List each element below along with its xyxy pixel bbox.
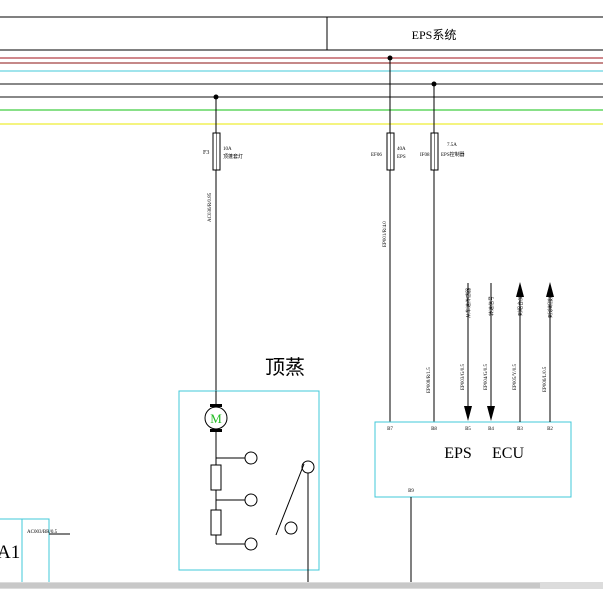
ecu-pin-b4: B4 (488, 427, 494, 432)
signal-label-1: 从车速传感器 (465, 288, 472, 318)
scrollbar-thumb[interactable] (0, 583, 540, 588)
motor-brush-bottom (210, 429, 222, 432)
fuse-f3-name: 顶蓬套灯 (223, 153, 243, 160)
motor-brush-top (210, 404, 222, 407)
section-title: EPS系统 (412, 28, 457, 42)
connector-a1-wire: AC003/BR/0.5 (27, 530, 58, 535)
switch-pivot-bottom (284, 521, 298, 535)
switch-contact-1 (244, 451, 258, 465)
switch-contact-3 (244, 537, 258, 551)
fuse-eps-rating: 40A (397, 147, 406, 152)
ecu-pin-b8: B8 (431, 427, 437, 432)
signal-label-3: 到组合仪表 (517, 291, 524, 316)
fuse-eps-id: EF06 (371, 153, 382, 158)
fuse-f3-rating: 10A (223, 147, 232, 152)
arrow-up-3 (516, 282, 524, 297)
signal-wire-label-2: EP004/G/0.5 (484, 364, 489, 390)
signal-label-2: 转速信号 (488, 296, 495, 316)
resistor-1 (210, 464, 222, 491)
ecu-name-left: EPS (444, 445, 472, 462)
arrow-down-2 (487, 406, 495, 421)
signal-label-4: 到诊断接口 (547, 293, 554, 318)
wire-label-f3: AC036/R/0.85 (208, 192, 213, 222)
switch-contact-2 (244, 493, 258, 507)
connector-a1-box (0, 518, 50, 589)
power-bus-lines (0, 49, 603, 125)
ecu-pin-b5: B5 (465, 427, 471, 432)
dome-lamp-title: 顶蒸 (265, 356, 305, 379)
switch-blade (275, 463, 305, 536)
arrow-up-4 (546, 282, 554, 297)
fuse-ign-id: IF08 (420, 153, 430, 158)
dome-lamp-box (178, 390, 320, 571)
wire-label-eps: EP001/R/4.0 (383, 221, 388, 247)
ecu-pin-b7: B7 (387, 427, 393, 432)
ecu-pin-b3: B3 (517, 427, 523, 432)
fuse-ign-rating: 7.5A (447, 143, 457, 148)
ecu-pin-b9: B9 (408, 489, 414, 494)
switch-pivot-top (301, 460, 315, 474)
arrow-down-1 (464, 406, 472, 421)
fuse-eps-name: EPS (397, 155, 406, 160)
connector-a1-label: A1 (0, 542, 20, 563)
ecu-box (374, 421, 572, 498)
ecu-pin-b2: B2 (547, 427, 553, 432)
ecu-name-right: ECU (492, 445, 524, 462)
fuse-f3-id: F3 (203, 150, 209, 156)
header-frame (0, 16, 603, 51)
resistor-2 (210, 509, 222, 536)
fuse-ign-name: EPS控制器 (441, 151, 465, 158)
signal-wire-label-4: EP006/L/0.5 (543, 366, 548, 392)
motor-label: M (210, 411, 222, 426)
wire-label-ign: EP008/R/1.5 (427, 367, 432, 393)
signal-wire-label-3: EP005/Y/0.5 (513, 364, 518, 390)
signal-wire-label-1: EP003/G/0.5 (461, 364, 466, 390)
